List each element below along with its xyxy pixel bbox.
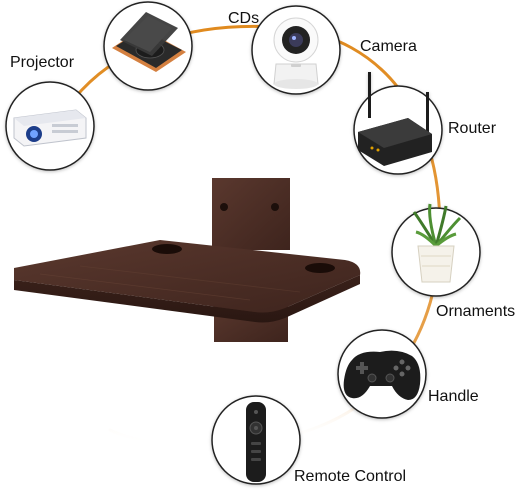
projector-item	[5, 81, 95, 171]
ornaments-item	[391, 203, 481, 297]
remote-control-icon	[246, 402, 266, 482]
shelf-top	[14, 240, 361, 313]
label-handle: Handle	[428, 388, 479, 405]
cd-player-icon	[112, 12, 186, 72]
shelf-edge	[14, 275, 360, 323]
cable-hole	[152, 244, 182, 254]
label-router: Router	[448, 120, 497, 137]
remote-item	[211, 395, 301, 485]
screw-hole	[220, 203, 228, 211]
game-controller-icon	[343, 350, 421, 400]
router-icon	[358, 72, 432, 166]
cable-hole	[305, 263, 335, 273]
label-camera: Camera	[360, 38, 417, 55]
label-ornaments: Ornaments	[436, 303, 516, 320]
label-remote-control: Remote Control	[294, 468, 407, 485]
potted-plant-icon	[412, 203, 462, 283]
router-item	[353, 72, 443, 175]
label-projector: Projector	[10, 54, 75, 71]
wall-shelf	[14, 178, 361, 342]
security-camera-icon	[273, 17, 319, 89]
handle-item	[337, 329, 427, 419]
camera-item	[251, 5, 341, 95]
projector-icon	[13, 109, 87, 147]
shelf-back-panel	[212, 178, 290, 250]
cds-item	[103, 1, 193, 91]
label-cds: CDs	[228, 10, 260, 27]
screw-hole	[271, 203, 279, 211]
